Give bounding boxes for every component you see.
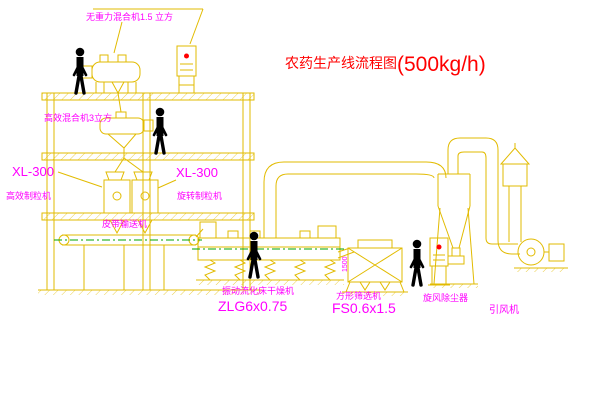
granulators — [103, 171, 159, 235]
label-high-efficiency-mixer: 高效混合机3立方 — [44, 112, 112, 123]
label-dimension-1500: 1500 — [342, 256, 349, 272]
label-gravity-free-mixer: 无重力混合机1.5 立方 — [86, 11, 173, 22]
label-cyclone: 旋风除尘器 — [423, 292, 468, 303]
control-panel-lower — [428, 237, 450, 286]
worker-figure — [74, 48, 86, 93]
gravity-free-mixer — [81, 54, 141, 113]
label-sifter-model: FS0.6x1.5 — [332, 300, 396, 316]
platform-structure — [38, 92, 262, 295]
exhaust-stack — [499, 143, 531, 242]
indicator-light — [184, 53, 189, 59]
fluid-bed-dryer — [192, 221, 346, 285]
annotation-labels: 农药生产线流程图 (500kg/h) 无重力混合机1.5 立方 高效混合机3立方… — [6, 11, 519, 316]
control-panel-upper — [176, 45, 197, 93]
cyclone-separator — [430, 173, 478, 288]
rotary-valve — [447, 255, 465, 265]
label-sifter-name: 方形筛选机 — [336, 290, 381, 301]
leader-lines — [57, 8, 204, 189]
floor-slab-3 — [41, 212, 255, 221]
label-granulator-left-model: XL-300 — [12, 164, 54, 179]
label-fan: 引风机 — [489, 303, 519, 316]
induced-draft-fan — [514, 238, 568, 272]
fan-motor — [548, 243, 565, 262]
diagram-title: 农药生产线流程图 — [285, 55, 397, 71]
square-sifter — [337, 239, 408, 296]
label-granulator-right-name: 旋转制粒机 — [177, 190, 222, 201]
cyclone-outlet-pipe — [447, 137, 520, 255]
worker-figures — [74, 48, 423, 285]
belt-conveyor — [54, 228, 204, 290]
high-efficiency-mixer — [99, 111, 154, 173]
worker-figure — [411, 240, 423, 285]
indicator-light — [436, 244, 442, 250]
label-granulator-right-model: XL-300 — [176, 165, 218, 180]
floor-slab-2 — [41, 152, 255, 161]
dryer-outlet-hood — [317, 225, 337, 239]
label-dryer-name: 振动流化床干燥机 — [222, 285, 294, 296]
label-granulator-left-name: 高效制粒机 — [6, 190, 51, 201]
exhaust-duct — [263, 161, 447, 238]
floor-slab-1 — [41, 92, 255, 101]
worker-figure — [154, 108, 166, 153]
diagram-title-capacity: (500kg/h) — [397, 53, 486, 76]
label-dryer-model: ZLG6x0.75 — [218, 298, 287, 314]
label-belt-conveyor: 皮带输送机 — [102, 218, 147, 229]
mixer-motor — [143, 119, 154, 132]
